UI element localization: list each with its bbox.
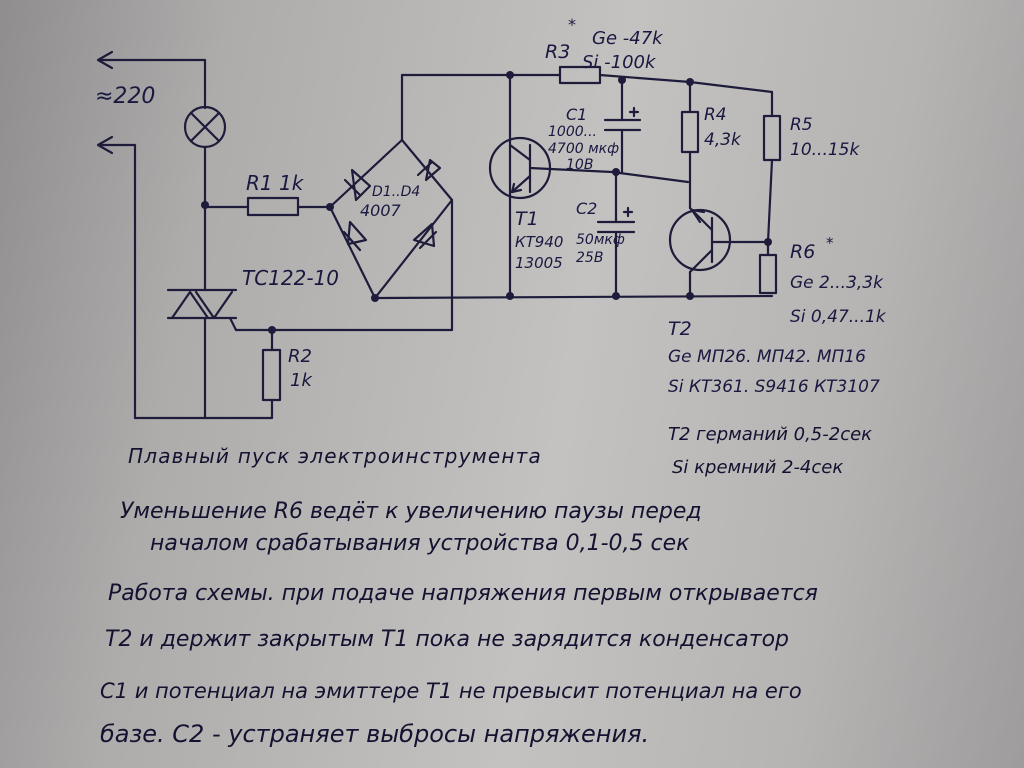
c1-name: C1 bbox=[566, 105, 587, 124]
note-line3: Работа схемы. при подаче напряжения перв… bbox=[108, 581, 818, 606]
c2-v2: 25В bbox=[576, 250, 603, 266]
note-line6: базе. C2 - устраняет выбросы напряжения. bbox=[100, 720, 649, 748]
lamp-symbol bbox=[183, 105, 227, 149]
t2-name: T2 bbox=[668, 318, 692, 340]
c2-capacitor bbox=[596, 170, 636, 298]
r5-value: 10...15k bbox=[790, 140, 860, 160]
r4-name: R4 bbox=[704, 105, 727, 125]
note-line2: началом срабатывания устройства 0,1-0,5 … bbox=[150, 531, 690, 556]
note-line5: C1 и потенциал на эмиттере T1 не превыси… bbox=[100, 679, 802, 703]
c1-v3: 10В bbox=[566, 157, 593, 173]
r3-star: * bbox=[568, 15, 576, 34]
c2-name: C2 bbox=[576, 199, 597, 218]
r5-resistor bbox=[762, 114, 782, 162]
r6-ge: Ge 2...3,3k bbox=[790, 273, 884, 293]
r6-star: * bbox=[826, 234, 834, 252]
junction-dot bbox=[764, 238, 772, 246]
t2-ge: Ge МП26. МП42. МП16 bbox=[668, 347, 866, 367]
wire-top-rail bbox=[400, 73, 562, 142]
mains-bottom-wire bbox=[96, 135, 137, 420]
mains-top-wire bbox=[96, 50, 207, 110]
note-line1: Уменьшение R6 ведёт к увеличению паузы п… bbox=[120, 499, 702, 524]
note-title: Плавный пуск электроинструмента bbox=[128, 444, 542, 468]
wire-top-right bbox=[598, 73, 774, 94]
r3-name: R3 bbox=[545, 41, 570, 63]
junction-dot bbox=[371, 294, 379, 302]
note-ge-time: T2 германий 0,5-2сек bbox=[668, 424, 872, 445]
r2-name: R2 bbox=[288, 346, 312, 367]
wire-return bbox=[133, 398, 274, 420]
r2-value: 1k bbox=[290, 370, 313, 391]
t1-name: T1 bbox=[515, 208, 539, 230]
r5-name: R5 bbox=[790, 115, 813, 135]
note-line4: T2 и держит закрытым T1 пока не зарядитс… bbox=[105, 627, 789, 652]
note-si-time: Si кремний 2-4сек bbox=[672, 457, 843, 478]
r6-resistor bbox=[758, 253, 778, 295]
t1-v1: КТ940 bbox=[515, 233, 563, 251]
c1-v2: 4700 мкф bbox=[548, 141, 619, 157]
mains-label: ≈220 bbox=[95, 84, 155, 109]
junction-dot bbox=[506, 292, 514, 300]
wire-bottom-rail bbox=[373, 294, 774, 300]
junction-dot bbox=[612, 292, 620, 300]
t2-transistor bbox=[668, 206, 732, 274]
triac-label: TC122-10 bbox=[242, 266, 339, 290]
t1-v2: 13005 bbox=[515, 254, 563, 272]
junction-dot bbox=[686, 292, 694, 300]
t2-si: Si КТ361. S9416 КТ3107 bbox=[668, 377, 880, 397]
bridge-type-label: 4007 bbox=[360, 201, 402, 220]
bridge-label: D1..D4 bbox=[372, 184, 420, 200]
c2-v1: 50мкф bbox=[576, 232, 625, 248]
c1-v1: 1000... bbox=[548, 124, 597, 140]
wire-t1-base bbox=[528, 166, 690, 184]
r4-resistor bbox=[680, 110, 700, 154]
r4-value: 4,3k bbox=[704, 130, 742, 150]
wire-bridge-gate bbox=[234, 198, 454, 332]
c1-capacitor bbox=[603, 78, 642, 174]
r1-resistor bbox=[246, 196, 300, 217]
r3-ge: Ge -47k bbox=[592, 28, 664, 49]
r6-si: Si 0,47...1k bbox=[790, 307, 887, 327]
triac-symbol bbox=[166, 288, 238, 332]
r6-name: R6 bbox=[790, 241, 815, 263]
r3-si: Si -100k bbox=[582, 52, 657, 73]
r2-resistor bbox=[261, 348, 282, 402]
r1-label: R1 1k bbox=[246, 171, 305, 195]
